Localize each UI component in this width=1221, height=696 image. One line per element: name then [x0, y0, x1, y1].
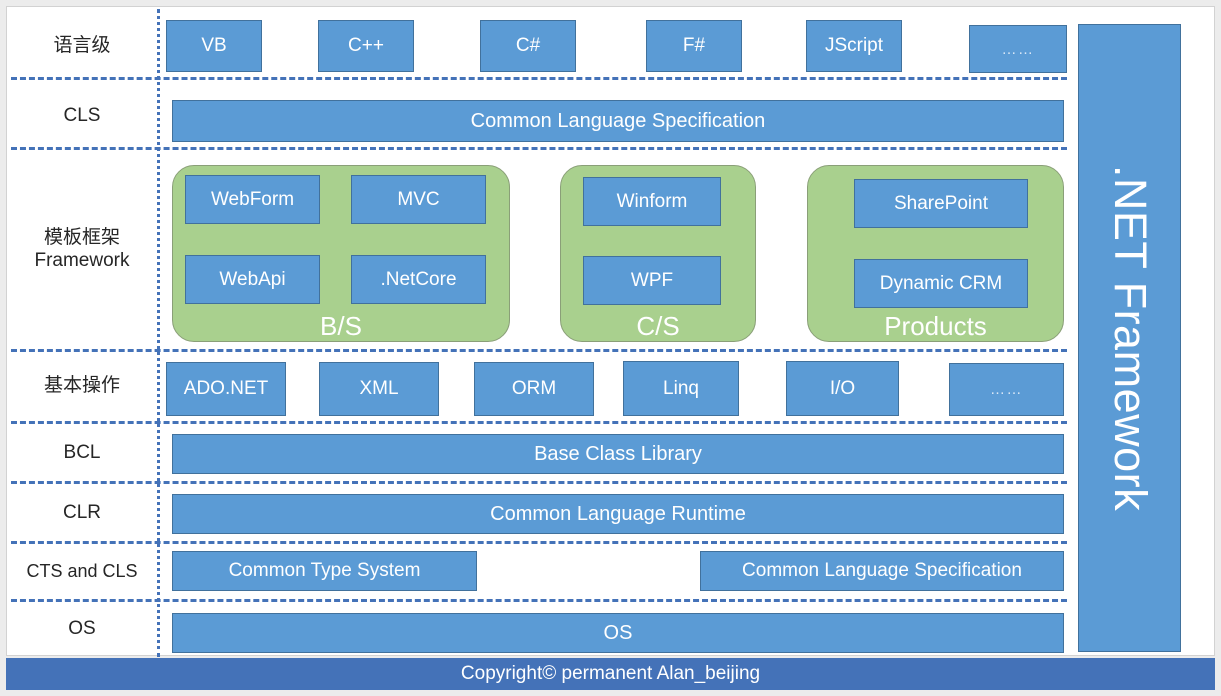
- label-column-separator: [157, 9, 160, 657]
- divider-bcl-clr: [11, 481, 1067, 484]
- framework-group-cs-label: C/S: [636, 311, 680, 341]
- clr-box-common-language-runtime[interactable]: Common Language Runtime: [172, 494, 1064, 534]
- language-box-csharp[interactable]: C#: [480, 20, 576, 72]
- basic-box-xml[interactable]: XML: [319, 362, 439, 416]
- language-box-ellipsis[interactable]: ……: [969, 25, 1067, 73]
- row-label-cts-and-cls: CTS and CLS: [26, 561, 138, 582]
- row-label-basic: 基本操作: [43, 375, 120, 397]
- framework-box-webform[interactable]: WebForm: [185, 175, 320, 224]
- divider-cls-framework: [11, 147, 1067, 150]
- bcl-box-base-class-library[interactable]: Base Class Library: [172, 434, 1064, 474]
- basic-box-ellipsis[interactable]: ……: [949, 363, 1064, 416]
- cls-box-common-language-specification[interactable]: Common Language Specification: [172, 100, 1064, 142]
- row-label-framework: 模板框架 Framework: [34, 226, 130, 271]
- basic-box-orm[interactable]: ORM: [474, 362, 594, 416]
- cls-box-common-language-specification[interactable]: Common Language Specification: [700, 551, 1064, 591]
- language-box-fsharp[interactable]: F#: [646, 20, 742, 72]
- language-box-cpp[interactable]: C++: [318, 20, 414, 72]
- row-label-cls: CLS: [63, 105, 101, 127]
- divider-language-cls: [11, 77, 1067, 80]
- divider-basic-bcl: [11, 421, 1067, 424]
- framework-box-webapi[interactable]: WebApi: [185, 255, 320, 304]
- framework-box-netcore[interactable]: .NetCore: [351, 255, 486, 304]
- dotnet-framework-side-bar-label: .NET Framework: [1104, 164, 1156, 512]
- dotnet-framework-side-bar[interactable]: .NET Framework: [1078, 24, 1181, 652]
- row-label-os: OS: [68, 618, 96, 640]
- framework-box-mvc[interactable]: MVC: [351, 175, 486, 224]
- divider-clr-cts: [11, 541, 1067, 544]
- basic-box-linq[interactable]: Linq: [623, 361, 739, 416]
- language-box-vb[interactable]: VB: [166, 20, 262, 72]
- framework-box-sharepoint[interactable]: SharePoint: [854, 179, 1028, 228]
- framework-group-bs-label: B/S: [320, 311, 362, 341]
- language-box-jscript[interactable]: JScript: [806, 20, 902, 72]
- framework-box-wpf[interactable]: WPF: [583, 256, 721, 305]
- framework-box-winform[interactable]: Winform: [583, 177, 721, 226]
- basic-box-io[interactable]: I/O: [786, 361, 899, 416]
- basic-box-ado-net[interactable]: ADO.NET: [166, 362, 286, 416]
- row-label-bcl: BCL: [63, 442, 101, 464]
- diagram-canvas: 语言级 CLS 模板框架 Framework 基本操作 BCL CLR CTS …: [6, 6, 1215, 657]
- divider-cts-os: [11, 599, 1067, 602]
- row-label-language: 语言级: [53, 35, 111, 57]
- cts-box-common-type-system[interactable]: Common Type System: [172, 551, 477, 591]
- divider-framework-basic: [11, 349, 1067, 352]
- framework-group-products-label: Products: [884, 311, 987, 341]
- row-label-clr: CLR: [62, 502, 101, 524]
- os-box[interactable]: OS: [172, 613, 1064, 653]
- copyright-text: Copyright© permanent Alan_beijing: [460, 663, 761, 684]
- framework-box-dynamic-crm[interactable]: Dynamic CRM: [854, 259, 1028, 308]
- copyright-footer: Copyright© permanent Alan_beijing: [6, 658, 1215, 690]
